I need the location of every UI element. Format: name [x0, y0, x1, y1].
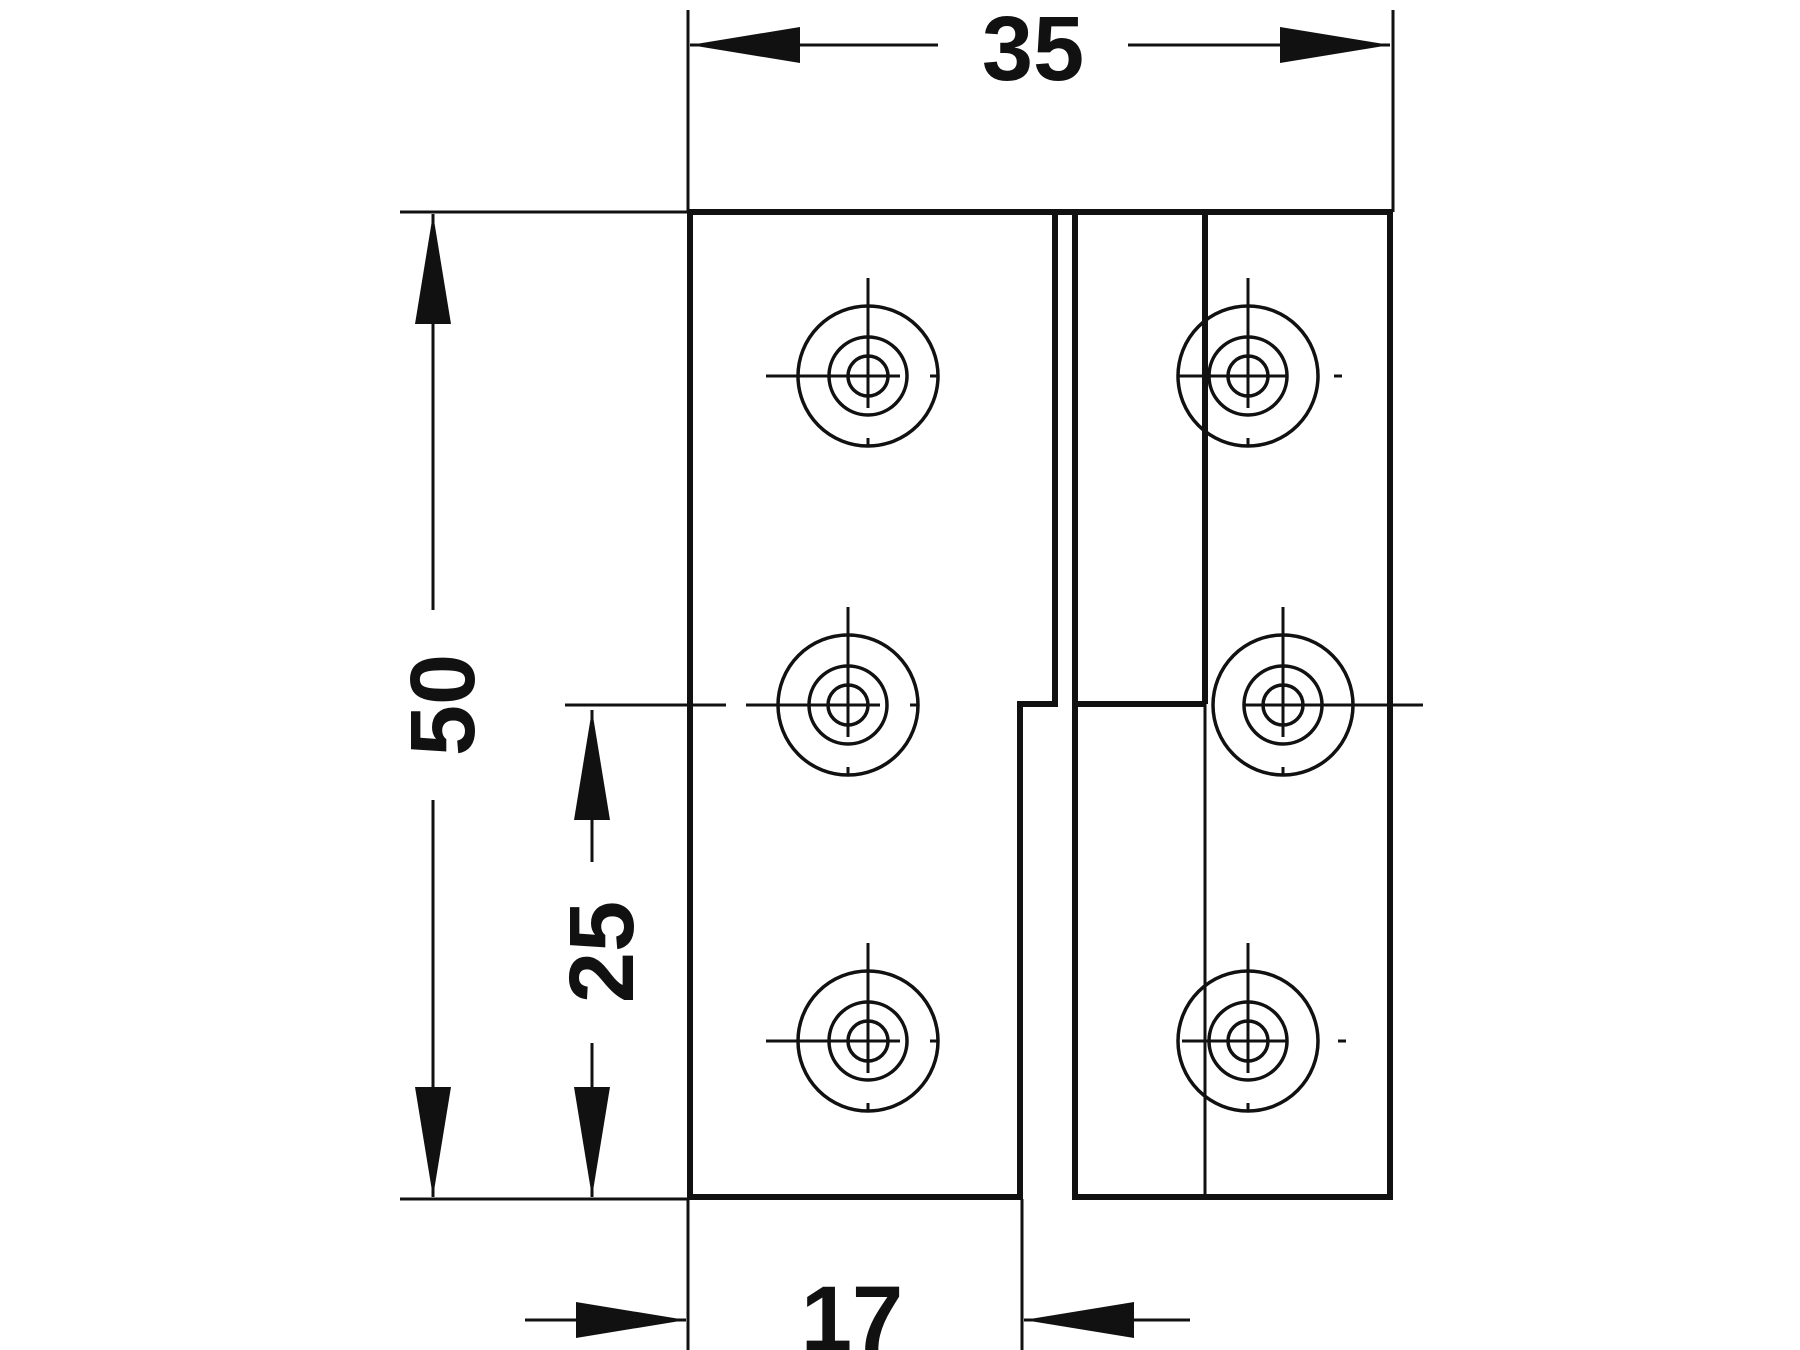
dimension-35: 35: [686, 0, 1395, 212]
arrowhead: [415, 214, 451, 324]
left-leaf-holes: [746, 278, 940, 1113]
dimension-label-50: 50: [392, 654, 494, 756]
arrowhead: [1280, 27, 1390, 63]
screw-hole: [1211, 607, 1423, 777]
dimension-17: 17: [525, 1199, 1190, 1350]
arrowhead: [574, 1087, 610, 1197]
dimension-label-17: 17: [801, 1268, 903, 1350]
screw-hole: [746, 607, 920, 777]
arrowhead: [576, 1302, 686, 1338]
dimension-50: 50: [392, 210, 688, 1201]
dimension-25: 25: [551, 710, 653, 1197]
screw-hole: [766, 278, 940, 448]
dimension-label-35: 35: [982, 0, 1084, 100]
hinge-body: [687, 209, 1393, 1200]
right-leaf-holes: [1176, 278, 1423, 1113]
arrowhead: [415, 1087, 451, 1197]
right-leaf-outline: [1072, 209, 1393, 1200]
screw-hole: [1176, 278, 1342, 448]
screw-hole: [766, 943, 940, 1113]
arrowhead: [1024, 1302, 1134, 1338]
arrowhead: [690, 27, 800, 63]
arrowhead: [574, 710, 610, 820]
dimension-label-25: 25: [551, 901, 653, 1003]
screw-hole: [1176, 943, 1346, 1113]
